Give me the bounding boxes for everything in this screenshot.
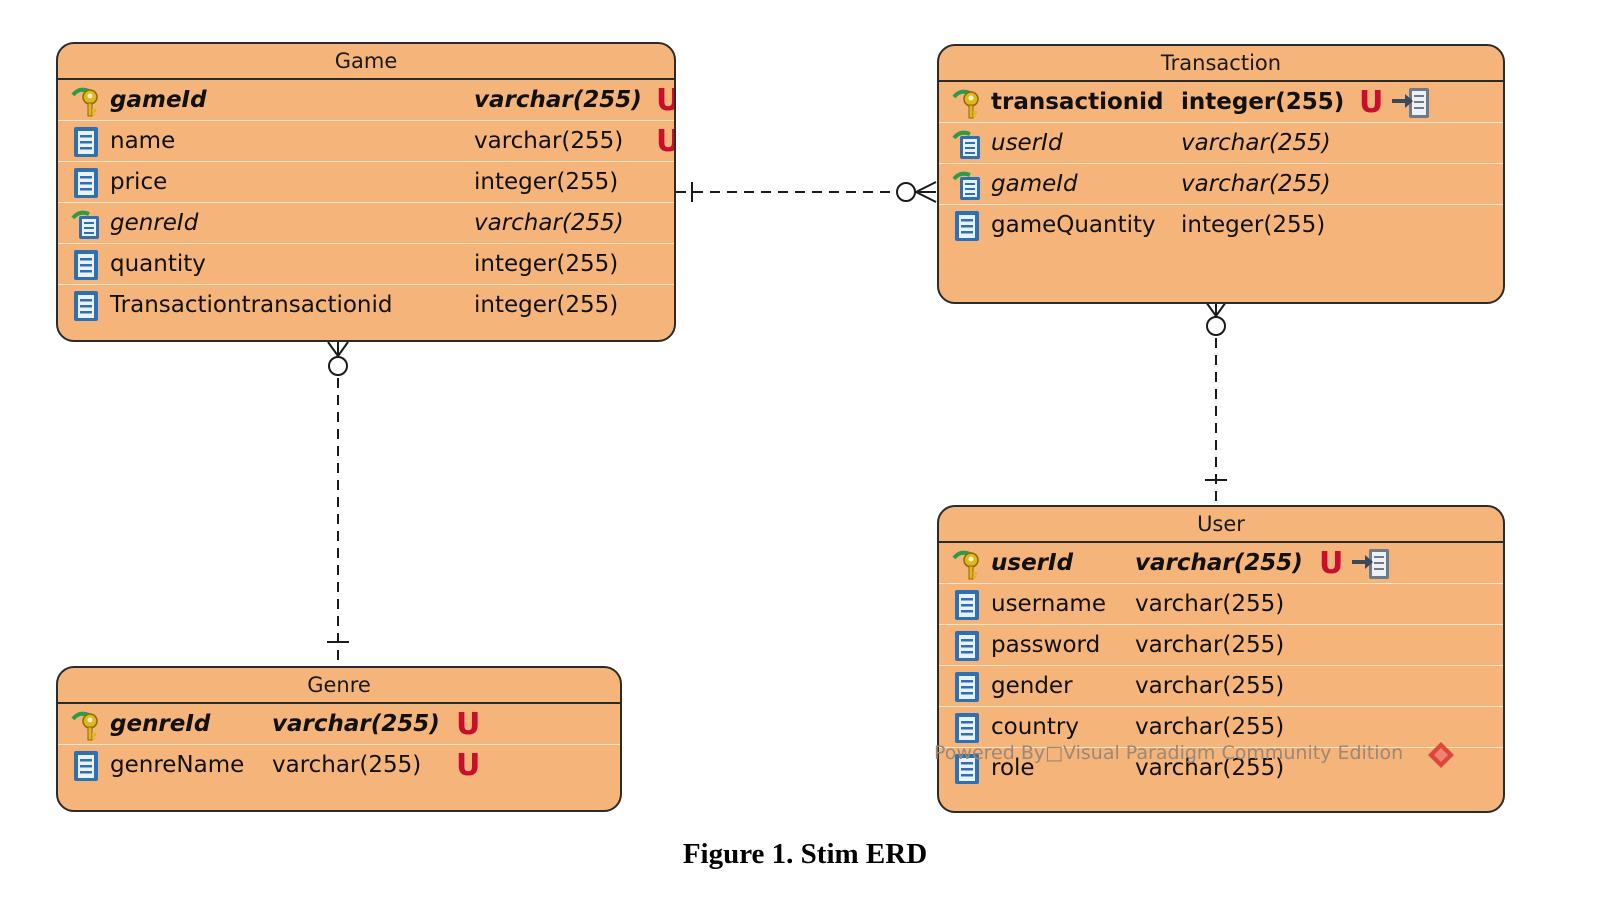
field-type: varchar(255)	[1135, 550, 1303, 576]
column-icon	[952, 630, 982, 662]
field-name: country	[991, 714, 1079, 740]
field-row[interactable]: name varchar(255) U	[58, 121, 674, 162]
field-name: gameQuantity	[991, 212, 1156, 238]
column-icon	[952, 712, 982, 744]
figure-caption: Figure 1. Stim ERD	[682, 838, 928, 870]
field-type: varchar(255)	[474, 210, 624, 236]
field-row[interactable]: quantity integer(255)	[58, 244, 674, 285]
foreign-key-icon	[952, 169, 982, 201]
field-type: varchar(255)	[474, 128, 624, 154]
field-name: transactionid	[991, 89, 1164, 115]
field-name: userId	[991, 550, 1074, 576]
field-name: gender	[991, 673, 1073, 699]
unique-constraint-icon: U	[656, 82, 674, 119]
field-row[interactable]: userId varchar(255)	[939, 123, 1503, 164]
field-type: varchar(255)	[1135, 591, 1285, 617]
column-icon	[71, 126, 101, 158]
entity-title: Genre	[58, 668, 620, 704]
field-row[interactable]: genreName varchar(255) U	[58, 745, 620, 786]
field-row[interactable]: gameId varchar(255)	[939, 164, 1503, 205]
field-type: varchar(255)	[272, 752, 422, 778]
unique-constraint-icon: U	[656, 123, 674, 160]
field-row[interactable]: password varchar(255)	[939, 625, 1503, 666]
field-type: varchar(255)	[1181, 130, 1331, 156]
visual-paradigm-logo-icon	[1428, 742, 1454, 768]
entity-game[interactable]: Game gameId varchar(255) Uname varchar(255) U…	[56, 42, 676, 342]
field-type: varchar(255)	[1135, 673, 1285, 699]
field-row[interactable]: gameId varchar(255) U	[58, 80, 674, 121]
field-type: varchar(255)	[1135, 755, 1285, 781]
relationship-user-transaction	[1205, 301, 1227, 505]
unique-constraint-icon: U	[1319, 546, 1344, 581]
field-row[interactable]: country varchar(255)	[939, 707, 1503, 748]
field-type: varchar(255)	[1181, 171, 1331, 197]
foreign-key-icon	[952, 128, 982, 160]
relationship-genre-game	[327, 341, 349, 666]
primary-key-icon	[71, 85, 101, 117]
field-name: name	[110, 128, 176, 154]
field-row[interactable]: price integer(255)	[58, 162, 674, 203]
field-type: integer(255)	[474, 169, 619, 195]
column-icon	[952, 210, 982, 242]
field-name: genreId	[110, 210, 199, 236]
entity-title: Game	[58, 44, 674, 80]
primary-key-icon	[952, 87, 982, 119]
field-name: genreName	[110, 752, 245, 778]
column-icon	[952, 671, 982, 703]
field-name: gameId	[110, 87, 207, 113]
column-icon	[71, 249, 101, 281]
field-row[interactable]: Transactiontransactionid integer(255)	[58, 285, 674, 326]
field-name: gameId	[991, 171, 1078, 197]
field-type: varchar(255)	[272, 711, 440, 737]
field-name: genreId	[110, 711, 211, 737]
referenced-by-icon	[1351, 547, 1391, 581]
field-type: integer(255)	[474, 251, 619, 277]
column-icon	[952, 753, 982, 785]
foreign-key-icon	[71, 208, 101, 240]
column-icon	[71, 290, 101, 322]
unique-constraint-icon: U	[456, 748, 481, 783]
field-type: varchar(255)	[1135, 632, 1285, 658]
field-row[interactable]: transactionid integer(255) U	[939, 82, 1503, 123]
column-icon	[71, 167, 101, 199]
field-name: userId	[991, 130, 1063, 156]
field-type: varchar(255)	[1135, 714, 1285, 740]
primary-key-icon	[952, 548, 982, 580]
field-type: integer(255)	[474, 292, 619, 318]
field-row[interactable]: gender varchar(255)	[939, 666, 1503, 707]
field-type: varchar(255)	[474, 87, 642, 113]
column-icon	[71, 750, 101, 782]
watermark-text: Powered By□Visual Paradigm Community Edi…	[934, 742, 1404, 764]
field-name: role	[991, 755, 1035, 781]
field-row[interactable]: genreId varchar(255) U	[58, 704, 620, 745]
field-row[interactable]: userId varchar(255) U	[939, 543, 1503, 584]
field-row[interactable]: genreId varchar(255)	[58, 203, 674, 244]
field-name: quantity	[110, 251, 206, 277]
unique-constraint-icon: U	[1359, 85, 1384, 120]
primary-key-icon	[71, 709, 101, 741]
field-name: password	[991, 632, 1101, 658]
field-name: Transactiontransactionid	[110, 292, 393, 318]
field-type: integer(255)	[1181, 89, 1345, 115]
referenced-by-icon	[1391, 86, 1431, 120]
column-icon	[952, 589, 982, 621]
field-row[interactable]: username varchar(255)	[939, 584, 1503, 625]
entity-title: Transaction	[939, 46, 1503, 82]
field-name: username	[991, 591, 1106, 617]
field-row[interactable]: role varchar(255)	[939, 748, 1503, 789]
field-name: price	[110, 169, 168, 195]
relationship-game-transaction	[676, 181, 937, 203]
field-type: integer(255)	[1181, 212, 1326, 238]
unique-constraint-icon: U	[456, 707, 481, 742]
entity-title: User	[939, 507, 1503, 543]
field-row[interactable]: gameQuantity integer(255)	[939, 205, 1503, 246]
